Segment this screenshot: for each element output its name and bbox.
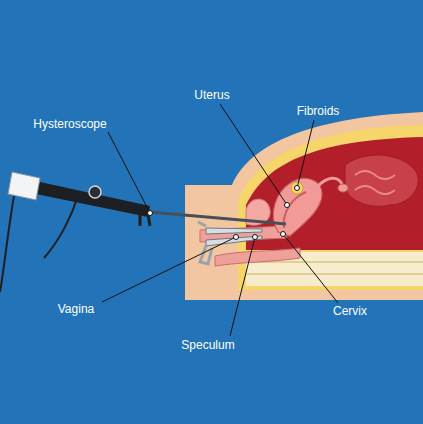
leader-line bbox=[220, 104, 287, 205]
body-section bbox=[185, 112, 423, 300]
leader-line bbox=[283, 234, 338, 303]
leader-line bbox=[102, 237, 236, 302]
light-cable bbox=[44, 196, 78, 258]
leader-dots bbox=[148, 186, 300, 240]
leader-line bbox=[297, 120, 314, 188]
rectum bbox=[215, 248, 300, 266]
part-label: Cervix bbox=[333, 304, 367, 318]
spine-lines bbox=[246, 262, 423, 274]
fallopian-tube bbox=[318, 178, 342, 186]
hysteroscope-body bbox=[36, 182, 150, 217]
leader-dot bbox=[281, 232, 286, 237]
skin bbox=[185, 112, 423, 300]
fibroid bbox=[291, 182, 303, 194]
intestines bbox=[345, 155, 418, 206]
leader-dot bbox=[234, 235, 239, 240]
speculum-handle bbox=[198, 222, 212, 264]
intestine-loops bbox=[355, 171, 395, 194]
hysteroscope-valve bbox=[89, 186, 101, 198]
part-label: Fibroids bbox=[297, 104, 340, 118]
leader-dot bbox=[253, 235, 258, 240]
camera-head bbox=[8, 172, 40, 200]
leader-lines bbox=[102, 104, 338, 336]
hysteroscope-shaft bbox=[150, 212, 286, 224]
leader-line bbox=[230, 237, 255, 336]
leader-line bbox=[108, 132, 150, 213]
part-label: Hysteroscope bbox=[33, 117, 106, 131]
hysteroscope bbox=[0, 172, 286, 292]
speculum bbox=[198, 222, 262, 264]
part-label: Uterus bbox=[194, 88, 229, 102]
uterus bbox=[273, 178, 322, 236]
part-label: Speculum bbox=[181, 338, 234, 352]
leader-dot bbox=[285, 203, 290, 208]
leader-dot bbox=[295, 186, 300, 191]
camera-cable bbox=[0, 196, 14, 292]
leader-dot bbox=[148, 211, 153, 216]
uterine-cavity bbox=[284, 192, 306, 228]
ovary bbox=[338, 184, 348, 192]
fat-layer bbox=[238, 125, 423, 290]
part-label: Vagina bbox=[58, 302, 94, 316]
